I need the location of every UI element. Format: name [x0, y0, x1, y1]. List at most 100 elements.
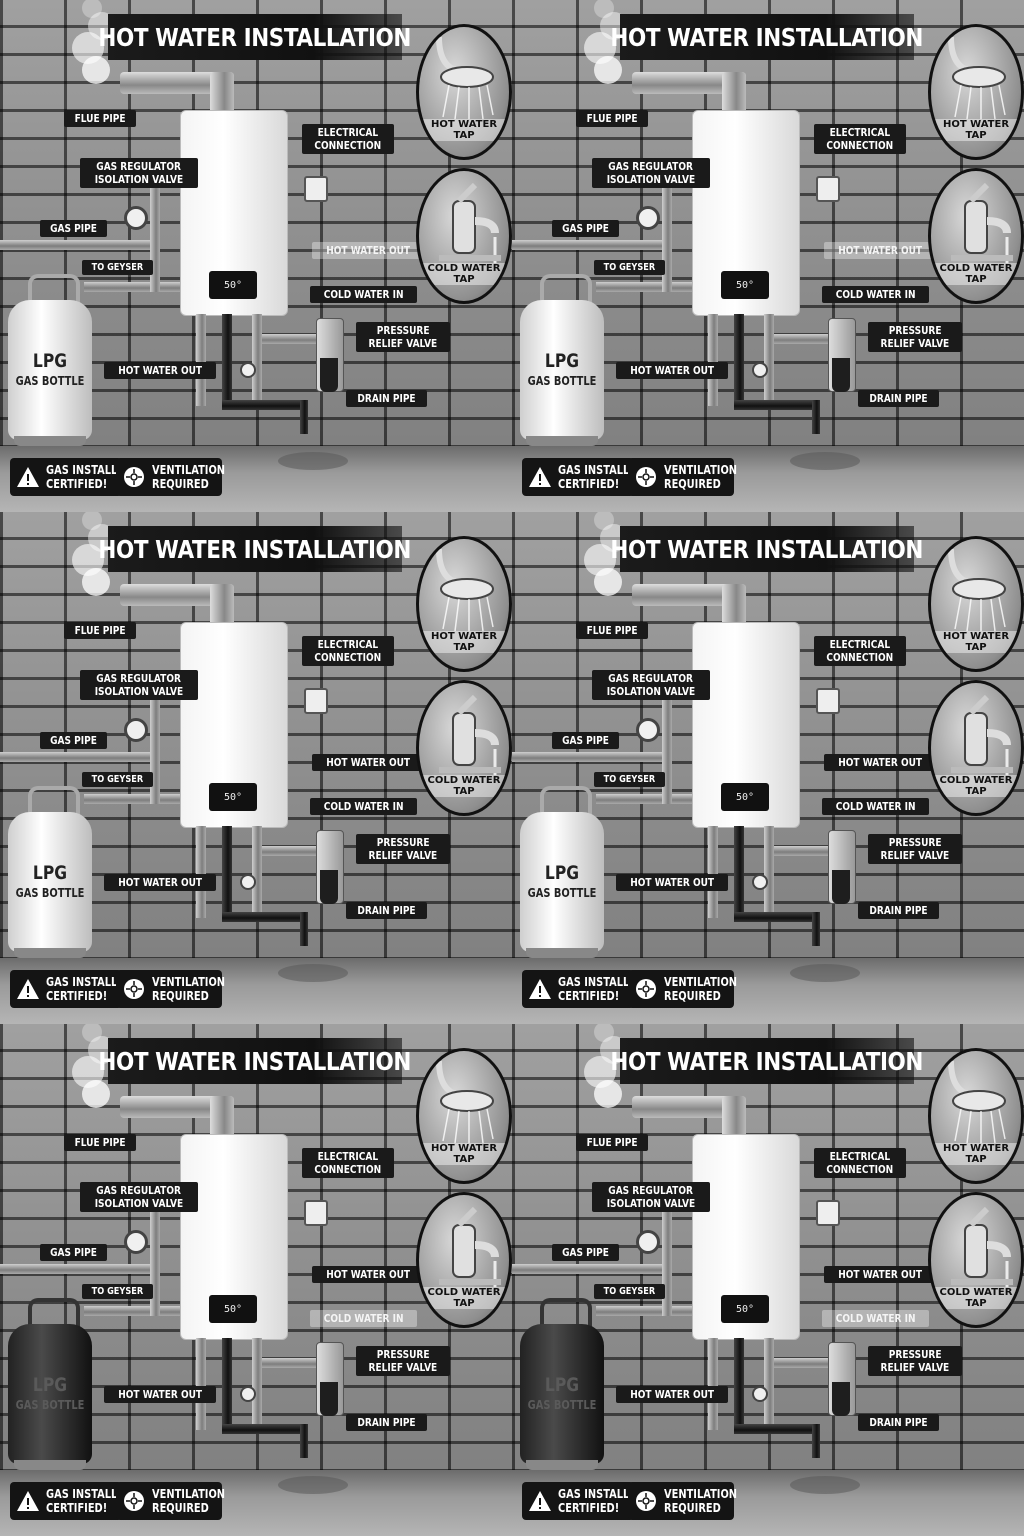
temperature-value: 50°	[223, 791, 243, 803]
flue-elbow	[722, 72, 746, 116]
title-banner: HOT WATER INSTALLATION	[99, 526, 412, 572]
inlet-pipe	[764, 826, 774, 922]
cold-water-tap-label: COLD WATER TAP	[931, 775, 1021, 797]
cold-feed-pipe	[708, 826, 718, 918]
ventilation-icon	[124, 1491, 144, 1511]
installation-panel: HOT WATER INSTALLATION 50° LPG GAS BOTTL…	[512, 1024, 1024, 1536]
cold-feed-pipe	[196, 826, 206, 918]
gas-pipe	[512, 752, 672, 762]
bottom-pipe	[734, 400, 820, 410]
electrical-socket	[816, 176, 840, 202]
faucet-icon	[439, 182, 501, 263]
bottle-collar	[540, 274, 592, 310]
water-heater-unit: 50°	[180, 622, 288, 828]
lpg-gas-bottle: LPG GAS BOTTLE	[8, 782, 92, 960]
gas-riser-pipe	[662, 698, 672, 804]
temperature-display: 50°	[721, 271, 769, 299]
label-gas-pipe: GAS PIPE	[40, 732, 108, 749]
drain-pipe	[812, 400, 820, 434]
lpg-gas-bottle: LPG GAS BOTTLE	[8, 1294, 92, 1472]
water-puddle	[790, 452, 860, 470]
electrical-socket	[304, 176, 328, 202]
temperature-value: 50°	[223, 1303, 243, 1315]
bottom-pipe	[222, 400, 308, 410]
cold-water-tap-inset: COLD WATER TAP	[416, 680, 512, 816]
cold-water-tap-label: COLD WATER TAP	[419, 775, 509, 797]
label-hot-water-out-pipe: HOT WATER OUT	[616, 1386, 729, 1403]
label-hot-water-out-pipe: HOT WATER OUT	[104, 362, 217, 379]
gas-riser-pipe	[662, 1210, 672, 1316]
drain-pipe	[300, 400, 308, 434]
bottle-body	[8, 300, 92, 440]
label-hot-water-out-pipe: HOT WATER OUT	[104, 1386, 217, 1403]
bottle-collar	[540, 1298, 592, 1334]
label-flue-pipe: FLUE PIPE	[64, 1134, 137, 1151]
ventilation-icon	[636, 1491, 656, 1511]
shower-head-icon	[436, 548, 494, 632]
electrical-socket	[304, 688, 328, 714]
water-gauge	[240, 362, 256, 378]
title-banner: HOT WATER INSTALLATION	[611, 1038, 924, 1084]
hot-water-tap-label: HOT WATER TAP	[931, 119, 1021, 141]
cold-water-tap-label: COLD WATER TAP	[931, 263, 1021, 285]
water-gauge	[752, 1386, 768, 1402]
gas-pipe	[0, 240, 160, 250]
bottle-label-lpg: LPG	[544, 350, 580, 372]
temperature-value: 50°	[735, 791, 755, 803]
ventilation-icon	[636, 979, 656, 999]
temperature-value: 50°	[735, 279, 755, 291]
label-flue-pipe: FLUE PIPE	[576, 1134, 649, 1151]
page-title: HOT WATER INSTALLATION	[98, 22, 412, 52]
hot-water-tap-inset: HOT WATER TAP	[416, 536, 512, 672]
bottle-label-gas-bottle: GAS BOTTLE	[15, 886, 85, 900]
warning-icon	[529, 467, 551, 487]
label-cold-water-in: COLD WATER IN	[822, 1310, 930, 1327]
temperature-value: 50°	[223, 279, 243, 291]
flue-elbow	[210, 1096, 234, 1140]
inlet-pipe	[764, 314, 774, 410]
bottle-label-gas-bottle: GAS BOTTLE	[15, 374, 85, 388]
bottle-body	[520, 812, 604, 952]
temperature-display: 50°	[721, 783, 769, 811]
label-cold-water-in: COLD WATER IN	[310, 798, 418, 815]
label-gas-pipe: GAS PIPE	[552, 220, 620, 237]
bottle-collar	[540, 786, 592, 822]
temperature-display: 50°	[209, 271, 257, 299]
lpg-gas-bottle: LPG GAS BOTTLE	[8, 270, 92, 448]
flue-pipe	[120, 1096, 234, 1118]
label-cold-water-in: COLD WATER IN	[310, 1310, 418, 1327]
hot-water-tap-inset: HOT WATER TAP	[928, 24, 1024, 160]
gas-pipe	[0, 752, 160, 762]
hot-water-tap-inset: HOT WATER TAP	[416, 1048, 512, 1184]
flue-pipe	[120, 584, 234, 606]
bottle-foot	[14, 1460, 86, 1470]
gas-riser-pipe	[150, 186, 160, 292]
label-to-geyser: TO GEYSER	[594, 1284, 665, 1299]
label-drain-pipe: DRAIN PIPE	[346, 390, 427, 407]
flue-elbow	[722, 1096, 746, 1140]
lpg-gas-bottle: LPG GAS BOTTLE	[520, 782, 604, 960]
label-hot-water-out-unit: HOT WATER OUT	[824, 754, 937, 771]
installation-panel: HOT WATER INSTALLATION 50° LPG GAS BOTTL…	[512, 0, 1024, 512]
label-to-geyser: TO GEYSER	[82, 772, 153, 787]
title-banner: HOT WATER INSTALLATION	[99, 1038, 412, 1084]
page-title: HOT WATER INSTALLATION	[610, 534, 924, 564]
bottle-foot	[526, 1460, 598, 1470]
label-hot-water-out-pipe: HOT WATER OUT	[616, 362, 729, 379]
temperature-value: 50°	[735, 1303, 755, 1315]
